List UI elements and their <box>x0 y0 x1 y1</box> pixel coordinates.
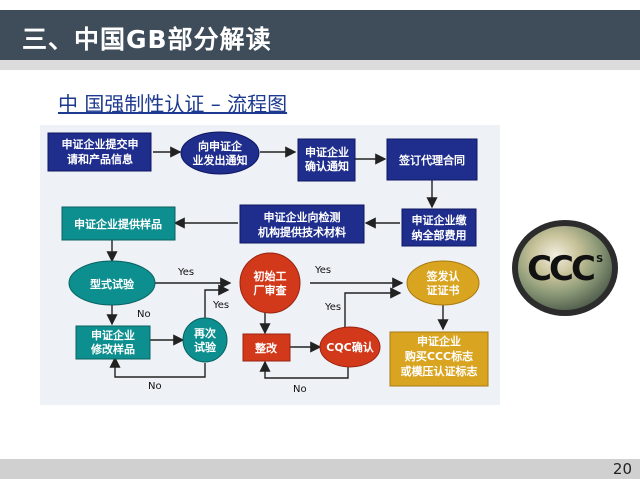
n11-line2: 修改样品 <box>90 342 135 356</box>
node-n10 <box>406 260 480 306</box>
node-n3 <box>297 138 356 182</box>
label-yes-2: Yes <box>314 265 331 276</box>
badge-s-mark: S <box>596 254 603 265</box>
label-yes-4: Yes <box>324 302 341 313</box>
arrow-n12-n9 <box>204 284 230 318</box>
n7-line1: 申证企业缴 <box>412 213 468 227</box>
arrow-n12-n11-no <box>109 356 206 378</box>
n2-line2: 业发出通知 <box>193 153 248 167</box>
n9-line2: 厂审查 <box>254 283 287 297</box>
n13-line1: 整改 <box>254 341 278 355</box>
arrow-n14-n13-no <box>259 360 349 379</box>
n15-line2: 购买CCC标志 <box>405 349 473 363</box>
label-no-3: No <box>293 384 307 395</box>
edge-labels: Yes Yes Yes Yes No No No <box>137 265 341 395</box>
node-n9 <box>239 252 301 314</box>
n6-line2: 机构提供技术材料 <box>258 225 346 239</box>
node-n6 <box>239 204 365 244</box>
n10-line1: 签发认 <box>426 269 461 283</box>
title-bar: 三、中国GB部分解读 <box>0 10 640 60</box>
n12-line2: 试验 <box>194 340 217 354</box>
node-n2 <box>180 131 260 175</box>
node-n8 <box>68 260 156 306</box>
n9-line1: 初始工 <box>254 269 287 283</box>
n11-line1: 申证企业 <box>91 328 135 342</box>
node-n13 <box>242 333 291 362</box>
label-no-2: No <box>148 381 162 392</box>
flowchart-panel: Yes Yes Yes Yes No No No 申证企业提交申 请和产 <box>40 125 500 405</box>
node-n15 <box>389 331 489 387</box>
diagram-subtitle: 中 国强制性认证 – 流程图 <box>58 92 288 116</box>
node-n7 <box>401 208 477 247</box>
node-n1 <box>47 132 152 172</box>
node-n5 <box>61 206 176 241</box>
arrow-n14-n10 <box>344 287 402 330</box>
footer-bar: 20 <box>0 459 640 479</box>
n1-line1: 申证企业提交申 <box>62 137 139 151</box>
n15-line1: 申证企业 <box>417 334 461 348</box>
n5-line1: 申证企业提供样品 <box>74 217 162 231</box>
n1-line2: 请和产品信息 <box>67 152 133 166</box>
flowchart: Yes Yes Yes Yes No No No 申证企业提交申 请和产 <box>47 131 489 395</box>
n7-line2: 纳全部费用 <box>412 228 467 242</box>
title-underband <box>0 60 640 70</box>
n3-line1: 申证企业 <box>305 145 349 159</box>
n14-line1: CQC确认 <box>326 340 374 354</box>
connectors <box>106 146 449 379</box>
n12-line1: 再次 <box>194 326 216 340</box>
node-n11 <box>75 325 151 360</box>
n8-line1: 型式试验 <box>90 277 135 291</box>
n6-line1: 申证企业向检测 <box>264 210 341 224</box>
ccc-logo-badge: CCC S <box>510 218 620 318</box>
n10-line2: 证证书 <box>427 283 460 297</box>
label-no-1: No <box>137 309 151 320</box>
label-yes-3: Yes <box>212 300 229 311</box>
label-yes-1: Yes <box>177 267 194 278</box>
page-number: 20 <box>612 460 632 478</box>
ccc-logo: CCC S <box>512 220 618 316</box>
n2-line1: 向申证企 <box>198 139 243 153</box>
page-title: 三、中国GB部分解读 <box>22 25 272 54</box>
n15-line3: 或模压认证标志 <box>401 364 478 378</box>
node-n14 <box>319 326 381 368</box>
n4-line1: 签订代理合同 <box>398 153 465 167</box>
node-n12 <box>182 317 228 363</box>
badge-ccc-text: CCC <box>527 249 594 289</box>
n3-line2: 确认通知 <box>305 159 349 173</box>
node-n4 <box>386 138 478 181</box>
badge-hologram <box>518 226 612 310</box>
